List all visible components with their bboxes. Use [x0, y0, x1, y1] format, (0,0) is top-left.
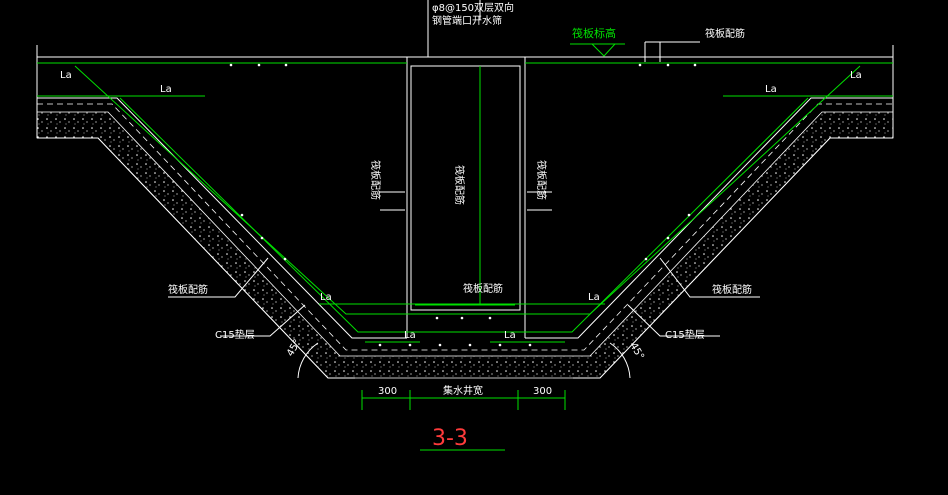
raft-rebar-label-bottom: 筏板配筋 [463, 282, 503, 295]
top-note-line2: 钢管端口开水筛 [432, 14, 502, 27]
la-label-5: La [320, 292, 332, 303]
la-label-7: La [404, 330, 416, 341]
la-label-8: La [504, 330, 516, 341]
dim-right-label: 300 [533, 386, 552, 397]
raft-rebar-label-top: 筏板配筋 [705, 27, 745, 40]
raft-elevation-label: 筏板标高 [572, 26, 616, 40]
raft-rebar-label-wall-left: 筏板配筋 [369, 160, 382, 200]
c15-label-right: C15垫层 [665, 328, 705, 341]
dim-left-label: 300 [378, 386, 397, 397]
section-title: 3-3 [432, 426, 468, 451]
angle-arcs [297, 342, 631, 379]
c15-cushion [36, 111, 894, 379]
la-label-2: La [160, 84, 172, 95]
raft-rebar-label-wall-right: 筏板配筋 [535, 160, 548, 200]
raft-rebar-label-right: 筏板配筋 [712, 283, 752, 296]
la-label-3: La [850, 70, 862, 81]
c15-label-left: C15垫层 [215, 328, 255, 341]
top-note-line1: φ8@150双层双向 [432, 1, 514, 14]
dimension-lines [361, 390, 566, 410]
leader-lines [168, 0, 760, 337]
raft-rebar-label-center: 筏板配筋 [453, 165, 466, 205]
pit-width-label: 集水井宽 [443, 384, 483, 397]
la-label-6: La [588, 292, 600, 303]
raft-rebar-label-left: 筏板配筋 [168, 283, 208, 296]
la-label-1: La [60, 70, 72, 81]
waterproof-layer [37, 103, 893, 351]
angle-label-right: 45° [627, 341, 645, 362]
rebar-dots [229, 63, 697, 347]
elevation-marker-icon [570, 43, 625, 57]
rebar-lines [37, 62, 893, 343]
la-label-4: La [765, 84, 777, 95]
